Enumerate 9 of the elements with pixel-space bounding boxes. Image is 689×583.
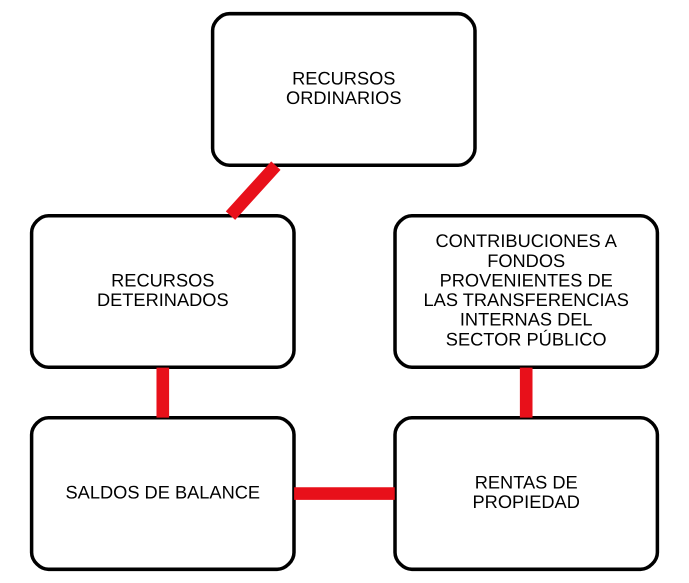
connector	[294, 487, 395, 500]
node-box: RENTAS DE PROPIEDAD	[393, 416, 660, 572]
node-box: RECURSOS ORDINARIOS	[210, 12, 477, 167]
connector	[226, 161, 281, 220]
node-box: RECURSOS DETERINADOS	[30, 214, 296, 370]
connector	[156, 368, 170, 418]
node-box: SALDOS DE BALANCE	[30, 416, 296, 572]
node-box: CONTRIBUCIONES A FONDOS PROVENIENTES DE LAS TRANSFERENCIAS INTERNAS DEL SECTOR PÚBLICO	[393, 214, 660, 370]
connector	[520, 368, 533, 418]
